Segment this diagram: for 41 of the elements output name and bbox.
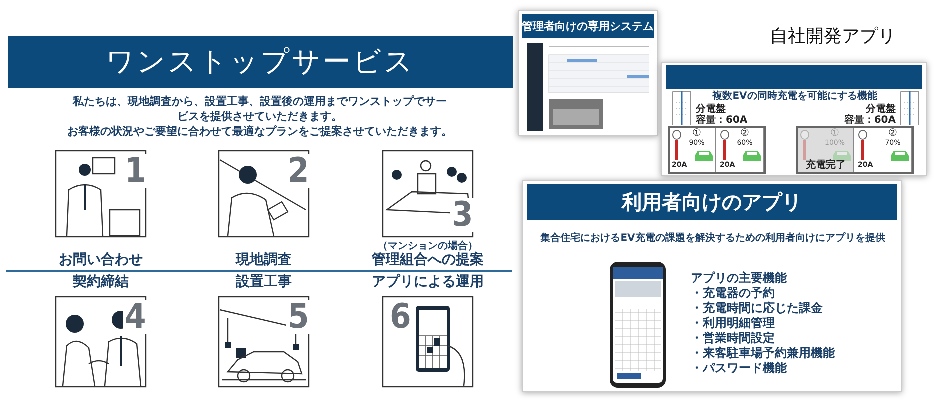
charger-number: ① xyxy=(830,129,840,139)
charger-number: ② xyxy=(740,129,750,139)
caption-text: 自社開発アプリ xyxy=(770,26,897,48)
panel-label: 分電盤 xyxy=(696,104,727,115)
slide-header: 管理者向けの専用システム xyxy=(522,14,654,38)
feature-item: ・来客駐車場予約兼用機能 xyxy=(691,346,836,361)
step-title: 管理組合への提案 xyxy=(371,252,485,268)
charger-cell xyxy=(670,128,716,172)
step-title: 設置工事 xyxy=(234,274,293,290)
step-number: 4 xyxy=(123,300,148,334)
feature-item: ・パスワード機能 xyxy=(691,361,788,376)
panel-label: 分電盤 xyxy=(864,104,896,115)
step-title: 現地調査 xyxy=(234,252,293,268)
step-note: （マンションの場合） xyxy=(377,241,478,252)
charger-number: ① xyxy=(692,129,702,139)
slide-card xyxy=(518,10,658,136)
charger-cell xyxy=(798,128,854,172)
status-text: 充電完了 xyxy=(805,160,847,171)
feature-item: ・充電器の予約 xyxy=(691,286,776,301)
slide-subtitle: 集合住宅におけるEV充電の課題を解決するための利用者向けにアプリを提供 xyxy=(540,233,886,245)
feature-item: ・充電時間に応じた課金 xyxy=(691,301,824,316)
slide-card xyxy=(522,180,902,392)
step-title: アプリによる運用 xyxy=(371,274,485,290)
charger-cell xyxy=(856,128,912,172)
feature-item: ・利用明細管理 xyxy=(691,316,776,331)
charger-cell xyxy=(718,128,764,172)
slide-card xyxy=(661,62,927,176)
intro-text: お客様の状況やご要望に合わせて最適なプランをご提案させていただきます。 xyxy=(66,124,454,139)
feature-heading: アプリの主要機能 xyxy=(691,271,788,286)
feature-title: 複数EVの同時充電を可能にする機能 xyxy=(711,91,878,103)
feature-item: ・営業時間設定 xyxy=(691,331,776,346)
step-title: 契約締結 xyxy=(72,274,130,290)
panel-label: 容量：60A xyxy=(843,115,896,126)
step-number: 5 xyxy=(286,300,312,334)
title-banner: ワンストップサービス xyxy=(8,36,513,88)
charger-number: ② xyxy=(888,129,898,139)
intro-text: 私たちは、現地調査から、設置工事、設置後の運用までワンストップでサービスを提供させていただきます。 xyxy=(72,94,448,124)
step-title: お問い合わせ xyxy=(58,252,144,268)
slide-header: 利用者向けのアプリ xyxy=(527,184,897,220)
step-number: 3 xyxy=(450,198,476,232)
panel-label: 容量：60A xyxy=(696,115,749,126)
